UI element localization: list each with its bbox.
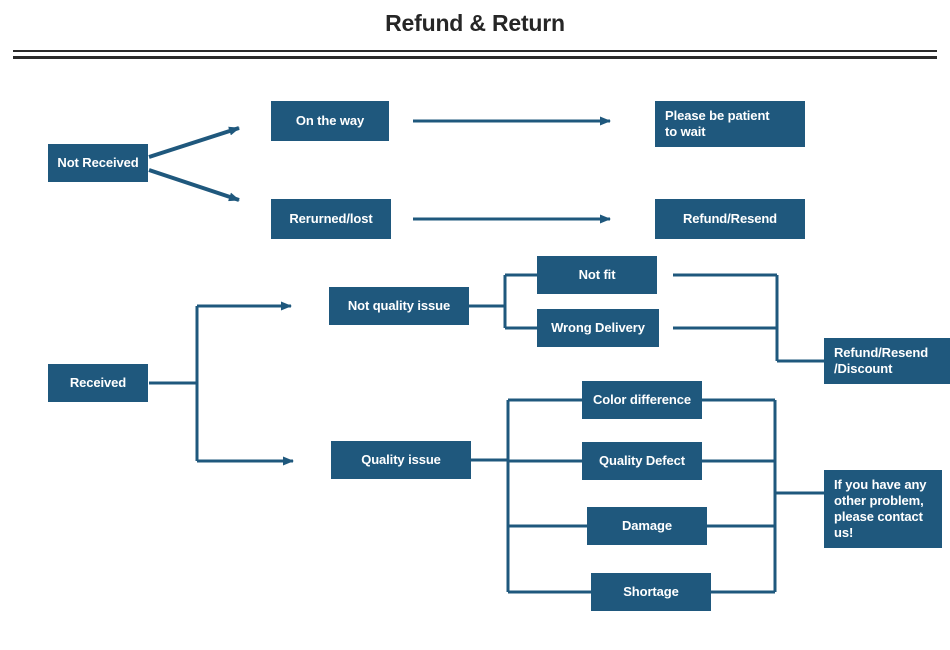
node-color-difference[interactable]: Color difference <box>582 381 702 419</box>
node-please-be-patient-to-wait[interactable]: Please be patient to wait <box>655 101 805 147</box>
node-label: Quality Defect <box>598 452 685 468</box>
node-label: Received <box>69 374 127 390</box>
title-rule-thick <box>13 56 937 59</box>
node-not-received[interactable]: Not Received <box>48 144 148 182</box>
node-label: Refund/Resend /Discount <box>834 344 929 376</box>
node-label: Color difference <box>592 391 692 407</box>
node-on-the-way[interactable]: On the way <box>271 101 389 141</box>
node-label: Damage <box>622 517 672 533</box>
node-label: Rerurned/lost <box>289 210 373 226</box>
node-label: If you have any other problem, please co… <box>834 476 927 541</box>
node-label: Shortage <box>623 583 679 599</box>
node-not-quality-issue[interactable]: Not quality issue <box>329 287 469 325</box>
node-label: Quality issue <box>361 451 441 467</box>
edge-not-received-to-returned-lost <box>148 168 240 202</box>
node-label: Refund/Resend <box>682 210 778 226</box>
node-quality-issue[interactable]: Quality issue <box>331 441 471 479</box>
node-label: On the way <box>295 112 365 128</box>
node-received[interactable]: Received <box>48 364 148 402</box>
node-wrong-delivery[interactable]: Wrong Delivery <box>537 309 659 347</box>
page-title: Refund & Return <box>385 10 565 36</box>
node-shortage[interactable]: Shortage <box>591 573 711 611</box>
node-label: Wrong Delivery <box>551 319 645 335</box>
node-refund-resend[interactable]: Refund/Resend <box>655 199 805 239</box>
edge-not-received-to-on-the-way <box>148 126 240 159</box>
node-label: Not quality issue <box>347 297 451 313</box>
node-label: Not fit <box>578 266 616 282</box>
node-not-fit[interactable]: Not fit <box>537 256 657 294</box>
node-contact-us[interactable]: If you have any other problem, please co… <box>824 470 942 548</box>
title-rule-thin <box>13 50 937 52</box>
node-damage[interactable]: Damage <box>587 507 707 545</box>
node-quality-defect[interactable]: Quality Defect <box>582 442 702 480</box>
node-label: Please be patient to wait <box>665 107 770 139</box>
node-label: Not Received <box>57 154 139 170</box>
node-returned-lost[interactable]: Rerurned/lost <box>271 199 391 239</box>
node-refund-resend-discount[interactable]: Refund/Resend /Discount <box>824 338 950 384</box>
